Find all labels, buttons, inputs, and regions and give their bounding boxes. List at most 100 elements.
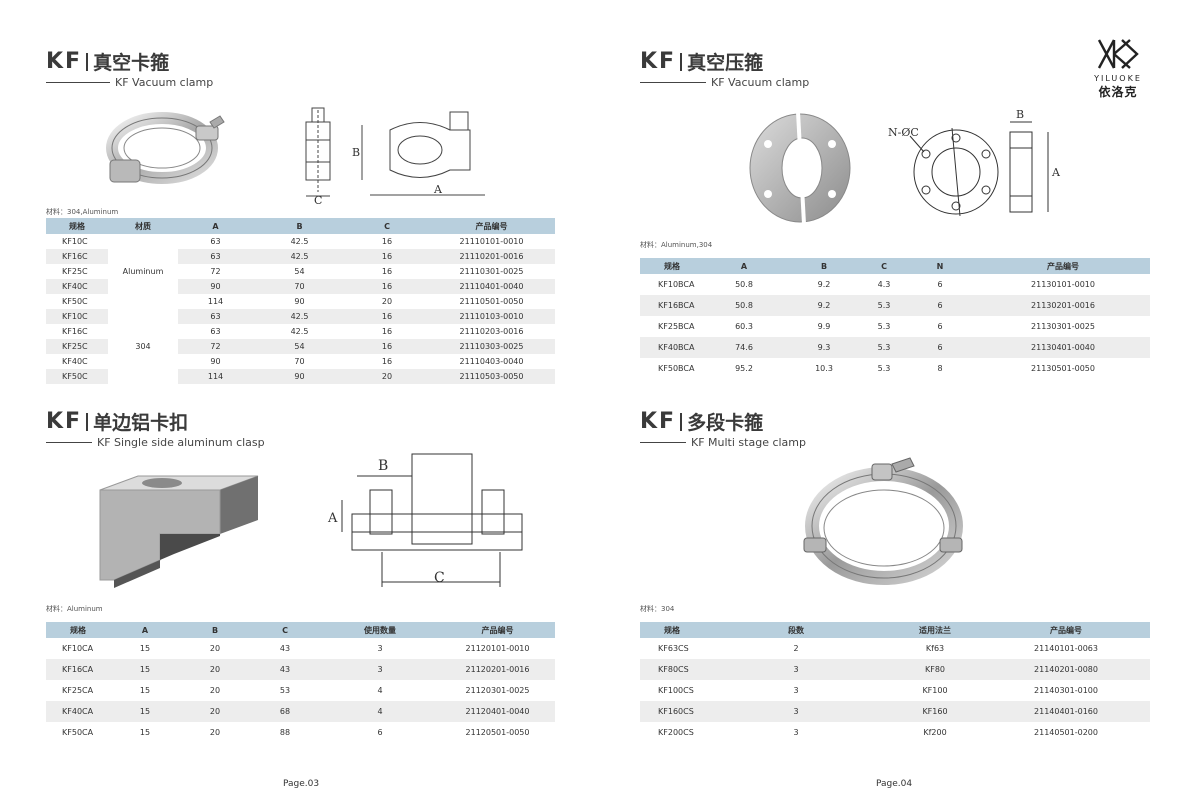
table-cell: 50.8 [735, 280, 753, 289]
table-cell: 74.6 [704, 337, 784, 358]
table-cell: 63 [178, 309, 253, 324]
table-cell: 5.3 [877, 364, 891, 373]
table-cell: KF25C [62, 267, 88, 276]
table-cell: KF50C [46, 369, 108, 384]
col-header: 规格 [46, 218, 108, 234]
table-cell: 9.2 [817, 280, 831, 289]
title-divider [680, 52, 683, 71]
table-cell: 21130401-0040 [976, 337, 1150, 358]
table-cell: 20 [381, 297, 393, 306]
table-cell: 54 [294, 267, 305, 276]
table-cell: 21110201-0016 [428, 249, 555, 264]
table-cell: 5.3 [864, 295, 904, 316]
table-cell: 15 [110, 701, 180, 722]
table-cell: 53 [279, 686, 291, 695]
subtitle-en: KF Single side aluminum clasp [97, 436, 265, 449]
aluminum-clasp-render [99, 475, 259, 588]
table-cell: KF10C [46, 309, 108, 324]
col-header: 规格 [46, 622, 110, 638]
table-cell: 114 [207, 297, 224, 306]
table-cell: KF100 [922, 686, 948, 695]
multi-stage-clamp-photo [803, 457, 963, 585]
table-cell: 5.3 [877, 322, 891, 331]
table-cell: 88 [279, 728, 291, 737]
table-cell: KF160 [888, 701, 982, 722]
table-cell: KF80CS [640, 659, 704, 680]
table-cell: KF10CA [62, 644, 94, 653]
subtitle-en: KF Vacuum clamp [711, 76, 810, 89]
table-cell: 10.3 [815, 364, 833, 373]
table-cell: 54 [253, 339, 346, 354]
section-subtitle: KF Vacuum clamp [640, 76, 809, 89]
col-header: C [346, 218, 428, 234]
table-cell: KF50CA [62, 728, 94, 737]
table-cell: 70 [294, 357, 305, 366]
dim-label-a: A [327, 511, 338, 526]
aluminum-clasp-drawing: B A C [327, 453, 523, 587]
section-title-vacuum-press-clamp: KF 真空压箍 [640, 48, 763, 75]
subtitle-rule [46, 82, 110, 83]
table-cell: 20 [209, 686, 221, 695]
section-subtitle: KF Single side aluminum clasp [46, 436, 265, 449]
table-cell: 8 [937, 364, 943, 373]
table-cell: 9.3 [784, 337, 864, 358]
table-cell: KF50C [62, 297, 88, 306]
table-cell: KF160CS [640, 701, 704, 722]
vacuum-clamp-photo [106, 112, 225, 184]
table-cell: 21140201-0080 [982, 659, 1150, 680]
page-number: Page.04 [876, 779, 913, 789]
col-header: 产品编号 [428, 218, 555, 234]
table-cell: 90 [294, 297, 305, 306]
table-cell: 16 [381, 267, 393, 276]
table-cell: KF100CS [658, 686, 694, 695]
title-divider [680, 412, 683, 431]
table-cell: 4.3 [877, 280, 891, 289]
table-cell: 15 [139, 728, 151, 737]
col-header: B [180, 622, 250, 638]
table-cell: 21140401-0160 [982, 701, 1150, 722]
table-cell: 6 [377, 728, 383, 737]
table-cell: 68 [250, 701, 320, 722]
table-cell: Aluminum [108, 234, 178, 309]
col-header: 产品编号 [440, 622, 555, 638]
table-cell: 20 [180, 701, 250, 722]
table-cell: 3 [704, 659, 888, 680]
col-header: A [110, 622, 180, 638]
table-cell: 21110103-0010 [428, 309, 555, 324]
table-cell: 16 [381, 357, 393, 366]
table-cell: 304 [108, 309, 178, 384]
table-cell: 21120401-0040 [440, 701, 555, 722]
col-header: C [864, 258, 904, 274]
table-cell: 21110203-0016 [459, 327, 524, 336]
table-cell: 3 [704, 701, 888, 722]
title-kf: KF [46, 49, 83, 74]
table-cell: 20 [180, 659, 250, 680]
table-cell: 70 [253, 279, 346, 294]
table-cell: 21110503-0050 [428, 369, 555, 384]
col-header: 段数 [704, 622, 888, 638]
table-cell: 3 [793, 728, 799, 737]
col-header: 使用数量 [320, 622, 440, 638]
title-cn: 多段卡箍 [687, 412, 764, 434]
table-cell: 16 [346, 309, 428, 324]
table-cell: KF40C [62, 357, 88, 366]
table-cell: 3 [793, 686, 799, 695]
subtitle-rule [640, 442, 686, 443]
title-kf: KF [46, 409, 83, 434]
table-cell: 21140301-0100 [1034, 686, 1098, 695]
title-cn: 真空卡箍 [93, 52, 170, 74]
